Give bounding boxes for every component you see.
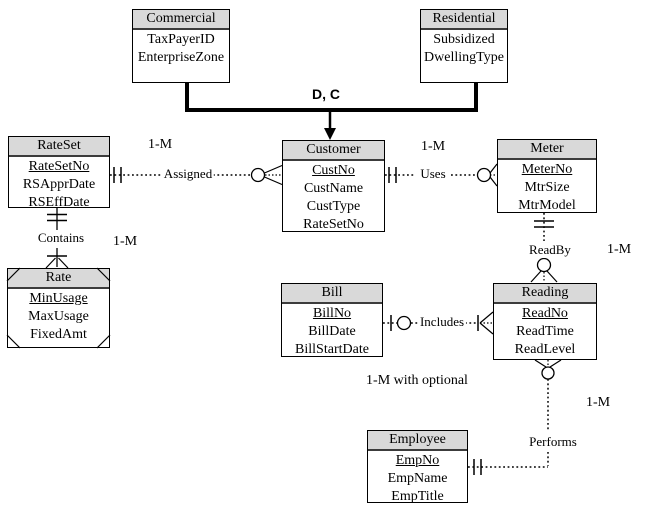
attr-rseffdate: RSEffDate [28,195,90,210]
entity-rate-name: Rate [45,270,72,285]
entity-residential-name: Residential [432,11,496,26]
readby-label: ReadBy [527,242,573,258]
attr-rsapprdate: RSApprDate [22,177,96,192]
entity-rateset-name: RateSet [37,138,81,153]
entity-reading-name: Reading [521,285,569,300]
entity-customer-header: Customer [283,141,384,161]
optional-circle-icon [476,167,492,183]
crows-foot-icon [479,311,494,335]
attr-billstartdate: BillStartDate [295,342,369,357]
entity-rate-weak: Rate MinUsage MaxUsage FixedAmt [7,268,110,348]
attr-meterno-pk: MeterNo [521,162,573,177]
attr-custtype: CustType [306,199,361,214]
uses-cardinality: 1-M [420,139,446,154]
uses-label: Uses [418,166,448,182]
attr-mtrsize: MtrSize [524,180,570,195]
attr-ratesetno-pk: RateSetNo [28,159,90,174]
readby-cardinality: 1-M [606,242,632,257]
optional-circle-icon [396,315,412,331]
attr-custname: CustName [303,181,364,196]
entity-residential-header: Residential [421,10,507,30]
attr-billno-pk: BillNo [312,306,352,321]
includes-label: Includes [417,314,467,330]
entity-bill: Bill BillNo BillDate BillStartDate [281,283,383,357]
attr-readtime: ReadTime [516,324,574,339]
attr-taxpayerid: TaxPayerID [147,32,215,47]
arrow-down-icon [324,128,336,140]
entity-meter-name: Meter [530,141,564,156]
attr-readno-pk: ReadNo [522,306,568,321]
assigned-label: Assigned [161,166,215,182]
includes-cardinality: 1-M with optional [366,373,468,388]
attr-empno-pk: EmpNo [395,453,440,468]
crows-foot-icon [489,163,498,187]
entity-bill-header: Bill [282,284,382,304]
entity-commercial-header: Commercial [133,10,229,30]
optional-circle-icon [541,366,555,380]
entity-customer: Customer CustNo CustName CustType RateSe… [282,140,385,232]
attr-mtrmodel: MtrModel [518,198,576,213]
attr-customer-ratesetno: RateSetNo [303,217,364,232]
entity-employee: Employee EmpNo EmpName EmpTitle [367,430,468,504]
entity-residential: Residential Subsidized DwellingType [420,9,508,83]
attr-empname: EmpName [387,471,448,486]
attr-subsidized: Subsidized [433,32,495,47]
entity-bill-name: Bill [321,285,343,300]
contains-label: Contains [35,230,87,246]
entity-meter: Meter MeterNo MtrSize MtrModel [497,139,597,213]
entity-commercial: Commercial TaxPayerID EnterpriseZone [132,9,230,83]
entity-reading-header: Reading [494,284,596,304]
entity-rateset: RateSet RateSetNo RSApprDate RSEffDate [8,136,110,210]
optional-circle-icon [250,167,266,183]
attr-maxusage: MaxUsage [28,309,89,324]
attr-emptitle: EmpTitle [391,489,444,504]
attr-fixedamt: FixedAmt [30,327,87,342]
entity-commercial-name: Commercial [146,11,216,26]
optional-circle-icon [536,257,552,273]
entity-employee-header: Employee [368,431,467,451]
generalization-label: D, C [312,86,340,102]
entity-rate-header: Rate [8,269,109,289]
attr-minusage-pk: MinUsage [29,291,88,306]
attr-enterprisezone: EnterpriseZone [137,50,225,65]
performs-cardinality: 1-M [585,395,611,410]
attr-billdate: BillDate [308,324,356,339]
crows-foot-icon [45,257,69,269]
attr-readlevel: ReadLevel [514,342,576,357]
attr-custno-pk: CustNo [312,163,355,178]
crows-foot-icon [264,164,283,186]
entity-employee-name: Employee [389,432,446,447]
entity-rateset-header: RateSet [9,137,109,157]
entity-reading: Reading ReadNo ReadTime ReadLevel [493,283,597,360]
crows-foot-icon [534,359,562,368]
entity-meter-header: Meter [498,140,596,160]
crows-foot-icon [530,270,558,283]
entity-customer-name: Customer [306,142,361,157]
performs-connector [468,359,562,475]
contains-cardinality: 1-M [112,234,138,249]
assigned-cardinality: 1-M [147,137,173,152]
performs-label: Performs [527,434,579,450]
attr-dwellingtype: DwellingType [424,50,504,65]
